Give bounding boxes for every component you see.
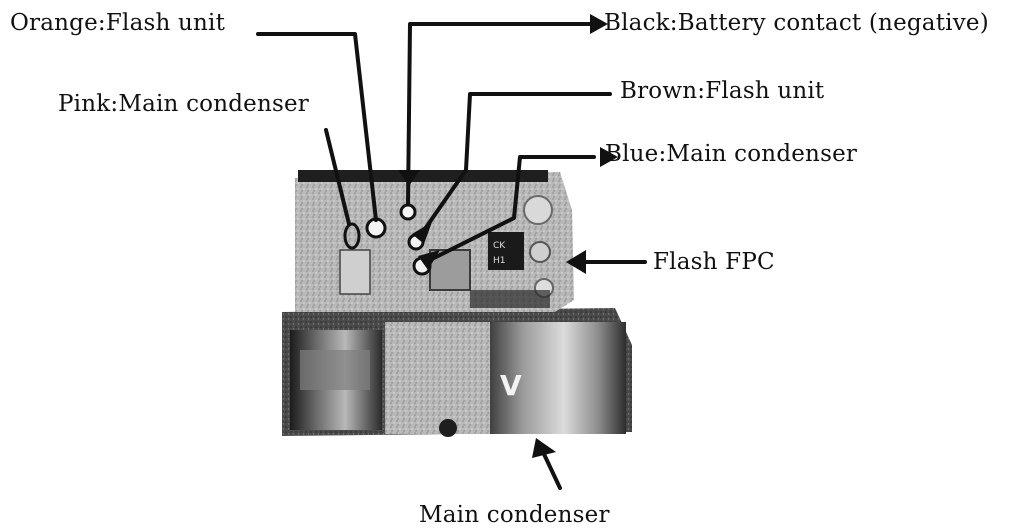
arrowhead-black: [590, 14, 608, 34]
leader-blue: [428, 155, 596, 262]
arrowhead-brown: [412, 222, 432, 244]
top-strip: [298, 170, 548, 182]
solder-pink: [343, 222, 361, 250]
label-pink-main-condenser: Pink:Main condenser: [58, 91, 309, 117]
leader-orange: [256, 32, 378, 222]
flash-board-photo: V CK H1: [282, 170, 632, 437]
bracket: [385, 322, 490, 434]
photo-mark-h1: H1: [493, 256, 506, 266]
arrowhead-blue-contact: [418, 250, 440, 270]
leader-black: [406, 22, 595, 206]
label-main-condenser: Main condenser: [419, 502, 610, 528]
leader-brown: [418, 92, 612, 238]
photo-mark-ck: CK: [493, 241, 506, 251]
label-blue-main-condenser: Blue:Main condenser: [605, 141, 858, 167]
component: [523, 195, 553, 225]
label-orange-flash-unit: Orange:Flash unit: [10, 10, 226, 36]
label-brown-flash-unit: Brown:Flash unit: [620, 78, 825, 104]
terminal: [339, 249, 371, 295]
arrowhead-flash-fpc: [566, 250, 586, 274]
arrowhead-black-contact: [398, 170, 420, 186]
label-flash-fpc: Flash FPC: [653, 249, 775, 275]
leader-lines: [256, 22, 647, 490]
solder-black: [399, 203, 417, 221]
photo-mark-v: V: [500, 369, 522, 402]
component: [529, 241, 551, 263]
arrowheads: [398, 14, 618, 458]
screw: [439, 419, 457, 437]
arrowhead-blue: [600, 147, 618, 167]
leader-pink: [324, 128, 351, 226]
arrowhead-main-condenser: [532, 438, 556, 458]
chip: [488, 232, 524, 270]
leader-main-condenser: [541, 450, 562, 490]
label-black-battery-contact: Black:Battery contact (negative): [604, 10, 989, 36]
main-condenser-cylinder: [488, 322, 626, 434]
